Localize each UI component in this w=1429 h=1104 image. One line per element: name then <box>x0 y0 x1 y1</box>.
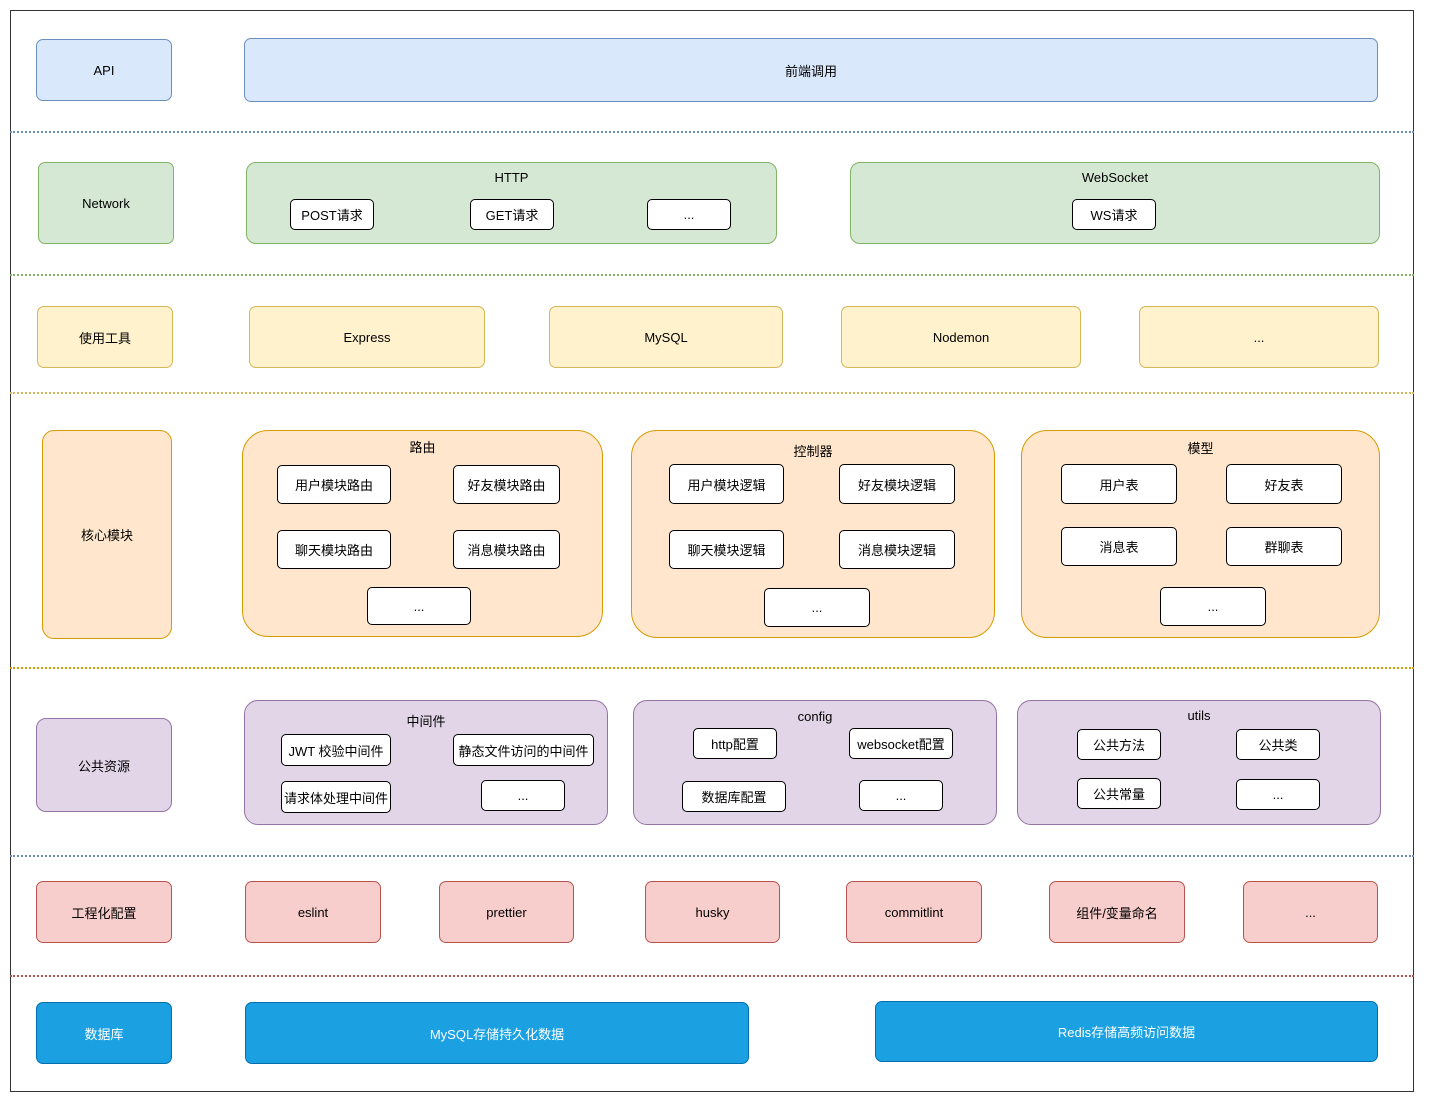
api-frontend-call: 前端调用 <box>244 38 1378 102</box>
utils-methods: 公共方法 <box>1077 729 1161 760</box>
group-title-utils: utils <box>1187 708 1211 723</box>
http-get-request: GET请求 <box>470 199 554 230</box>
group-title-model: 模型 <box>1187 441 1214 456</box>
utils-constants: 公共常量 <box>1077 778 1161 809</box>
router-message: 消息模块路由 <box>453 530 560 569</box>
tool-more: ... <box>1139 306 1379 368</box>
group-utils: utils 公共方法 公共类 公共常量 ... <box>1017 700 1381 825</box>
layer-label-database: 数据库 <box>36 1002 172 1064</box>
group-title-websocket: WebSocket <box>1081 170 1149 185</box>
config-http: http配置 <box>693 728 777 759</box>
separator-network-tools <box>10 274 1414 276</box>
group-title-controller: 控制器 <box>793 444 833 459</box>
group-model: 模型 用户表 好友表 消息表 群聊表 ... <box>1021 430 1380 638</box>
layer-label-network: Network <box>38 162 174 244</box>
middleware-static: 静态文件访问的中间件 <box>453 734 594 766</box>
separator-core-common <box>10 667 1414 669</box>
group-http: HTTP POST请求 GET请求 ... <box>246 162 777 244</box>
ws-request: WS请求 <box>1072 199 1156 230</box>
controller-chat: 聊天模块逻辑 <box>669 530 784 569</box>
router-chat: 聊天模块路由 <box>277 530 391 569</box>
group-websocket: WebSocket WS请求 <box>850 162 1380 244</box>
eng-husky: husky <box>645 881 780 943</box>
eng-more: ... <box>1243 881 1378 943</box>
tool-nodemon: Nodemon <box>841 306 1081 368</box>
tool-mysql: MySQL <box>549 306 783 368</box>
eng-commitlint: commitlint <box>846 881 982 943</box>
eng-naming: 组件/变量命名 <box>1049 881 1185 943</box>
controller-user: 用户模块逻辑 <box>669 464 784 504</box>
router-user: 用户模块路由 <box>277 465 391 504</box>
model-group-chat-table: 群聊表 <box>1226 527 1342 566</box>
eng-prettier: prettier <box>439 881 574 943</box>
group-title-router: 路由 <box>409 440 436 455</box>
middleware-jwt: JWT 校验中间件 <box>281 734 391 766</box>
config-more: ... <box>859 780 943 811</box>
model-more: ... <box>1160 587 1266 626</box>
db-redis: Redis存储高频访问数据 <box>875 1001 1378 1062</box>
separator-engineering-database <box>10 975 1414 977</box>
tool-express: Express <box>249 306 485 368</box>
model-message-table: 消息表 <box>1061 527 1177 566</box>
router-more: ... <box>367 587 471 625</box>
db-mysql: MySQL存储持久化数据 <box>245 1002 749 1064</box>
group-title-http: HTTP <box>494 170 529 185</box>
model-friend-table: 好友表 <box>1226 464 1342 504</box>
layer-label-common: 公共资源 <box>36 718 172 812</box>
separator-tools-core <box>10 392 1414 394</box>
eng-eslint: eslint <box>245 881 381 943</box>
middleware-body: 请求体处理中间件 <box>281 781 391 813</box>
layer-label-engineering: 工程化配置 <box>36 881 172 943</box>
config-websocket: websocket配置 <box>849 728 953 759</box>
layer-label-core: 核心模块 <box>42 430 172 639</box>
group-middleware: 中间件 JWT 校验中间件 静态文件访问的中间件 请求体处理中间件 ... <box>244 700 608 825</box>
utils-more: ... <box>1236 779 1320 810</box>
group-router: 路由 用户模块路由 好友模块路由 聊天模块路由 消息模块路由 ... <box>242 430 603 637</box>
middleware-more: ... <box>481 780 565 811</box>
group-config: config http配置 websocket配置 数据库配置 ... <box>633 700 997 825</box>
layer-label-tools: 使用工具 <box>37 306 173 368</box>
http-more: ... <box>647 199 731 230</box>
router-friend: 好友模块路由 <box>453 465 560 504</box>
model-user-table: 用户表 <box>1061 464 1177 504</box>
group-title-middleware: 中间件 <box>406 714 446 729</box>
utils-classes: 公共类 <box>1236 729 1320 760</box>
controller-message: 消息模块逻辑 <box>839 530 955 569</box>
config-database: 数据库配置 <box>682 781 786 812</box>
group-title-config: config <box>797 709 833 724</box>
group-controller: 控制器 用户模块逻辑 好友模块逻辑 聊天模块逻辑 消息模块逻辑 ... <box>631 430 995 638</box>
separator-api-network <box>10 131 1414 133</box>
layer-label-api: API <box>36 39 172 101</box>
separator-common-engineering <box>10 855 1414 857</box>
controller-friend: 好友模块逻辑 <box>839 464 955 504</box>
controller-more: ... <box>764 588 870 627</box>
http-post-request: POST请求 <box>290 199 374 230</box>
